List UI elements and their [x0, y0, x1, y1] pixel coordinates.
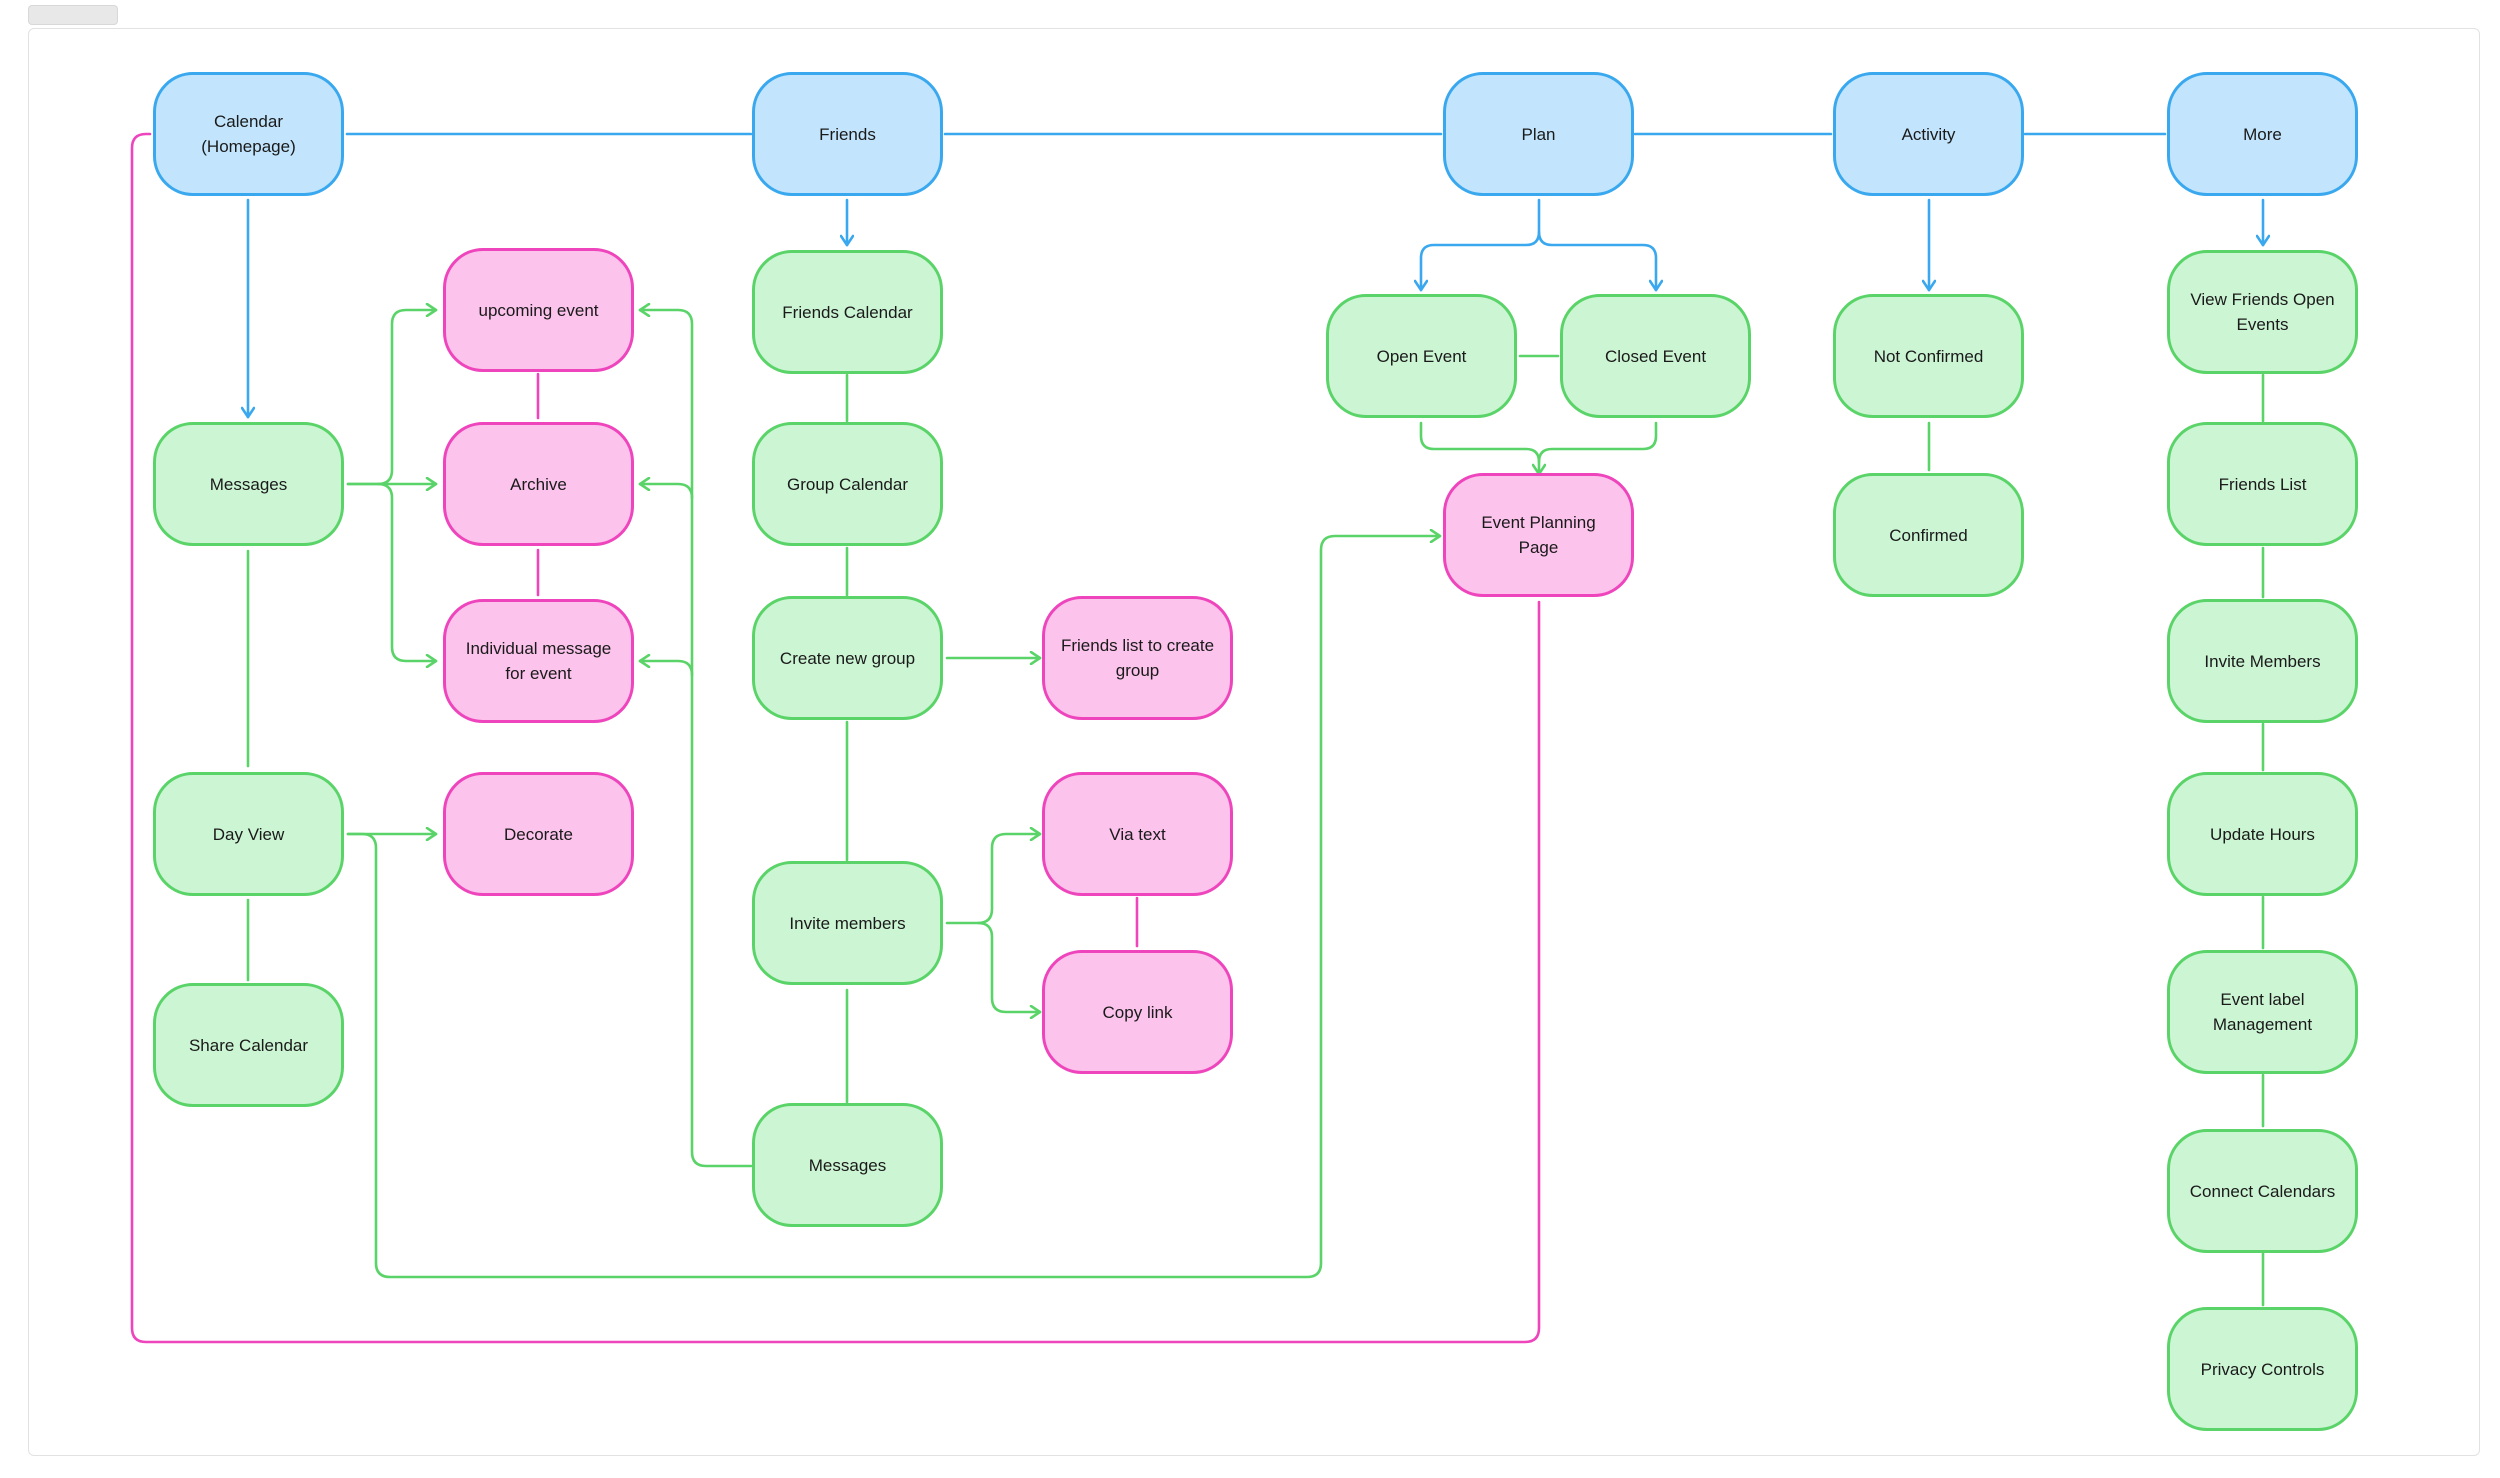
node-upcoming-event[interactable]: upcoming event — [443, 248, 634, 372]
node-confirmed[interactable]: Confirmed — [1833, 473, 2024, 597]
node-invite-members[interactable]: Invite members — [752, 861, 943, 985]
node-messages[interactable]: Messages — [153, 422, 344, 546]
node-connect-calendars[interactable]: Connect Calendars — [2167, 1129, 2358, 1253]
node-group-calendar[interactable]: Group Calendar — [752, 422, 943, 546]
node-more[interactable]: More — [2167, 72, 2358, 196]
node-open-event[interactable]: Open Event — [1326, 294, 1517, 418]
node-friends-list[interactable]: Friends List — [2167, 422, 2358, 546]
node-individual-message[interactable]: Individual message for event — [443, 599, 634, 723]
node-day-view[interactable]: Day View — [153, 772, 344, 896]
edge-invite-viatext — [945, 834, 1042, 925]
diagram-frame — [28, 28, 2480, 1456]
node-friends-calendar[interactable]: Friends Calendar — [752, 250, 943, 374]
node-archive[interactable]: Archive — [443, 422, 634, 546]
node-create-new-group[interactable]: Create new group — [752, 596, 943, 720]
node-event-label-management[interactable]: Event label Management — [2167, 950, 2358, 1074]
node-invite-members-more[interactable]: Invite Members — [2167, 599, 2358, 723]
edge-closed-eventplanning — [1537, 421, 1658, 464]
edge-friendsmessages-individual — [638, 661, 694, 677]
node-friends[interactable]: Friends — [752, 72, 943, 196]
node-friends-messages[interactable]: Messages — [752, 1103, 943, 1227]
edge-plan-closedevent — [1537, 230, 1656, 292]
node-decorate[interactable]: Decorate — [443, 772, 634, 896]
node-update-hours[interactable]: Update Hours — [2167, 772, 2358, 896]
edge-dayview-eventplanning — [346, 536, 1442, 1279]
node-copy-link[interactable]: Copy link — [1042, 950, 1233, 1074]
edge-eventplanning-calendar — [130, 132, 1541, 1344]
node-calendar-homepage[interactable]: Calendar (Homepage) — [153, 72, 344, 196]
node-activity[interactable]: Activity — [1833, 72, 2024, 196]
node-view-friends-open-events[interactable]: View Friends Open Events — [2167, 250, 2358, 374]
edge-friendsmessages-archive — [638, 484, 694, 500]
node-not-confirmed[interactable]: Not Confirmed — [1833, 294, 2024, 418]
node-closed-event[interactable]: Closed Event — [1560, 294, 1751, 418]
edge-messages-individual — [376, 482, 438, 661]
node-event-planning-page[interactable]: Event Planning Page — [1443, 473, 1634, 597]
tab-handle[interactable] — [28, 5, 118, 25]
node-plan[interactable]: Plan — [1443, 72, 1634, 196]
edge-invite-copylink — [976, 921, 1042, 1012]
edge-open-eventplanning — [1419, 421, 1539, 476]
edge-messages-upcoming — [346, 310, 438, 486]
node-share-calendar[interactable]: Share Calendar — [153, 983, 344, 1107]
node-privacy-controls[interactable]: Privacy Controls — [2167, 1307, 2358, 1431]
edge-friendsmessages-left — [638, 310, 753, 1168]
node-via-text[interactable]: Via text — [1042, 772, 1233, 896]
node-friends-list-create-group[interactable]: Friends list to create group — [1042, 596, 1233, 720]
edge-plan-openevent — [1421, 198, 1541, 292]
